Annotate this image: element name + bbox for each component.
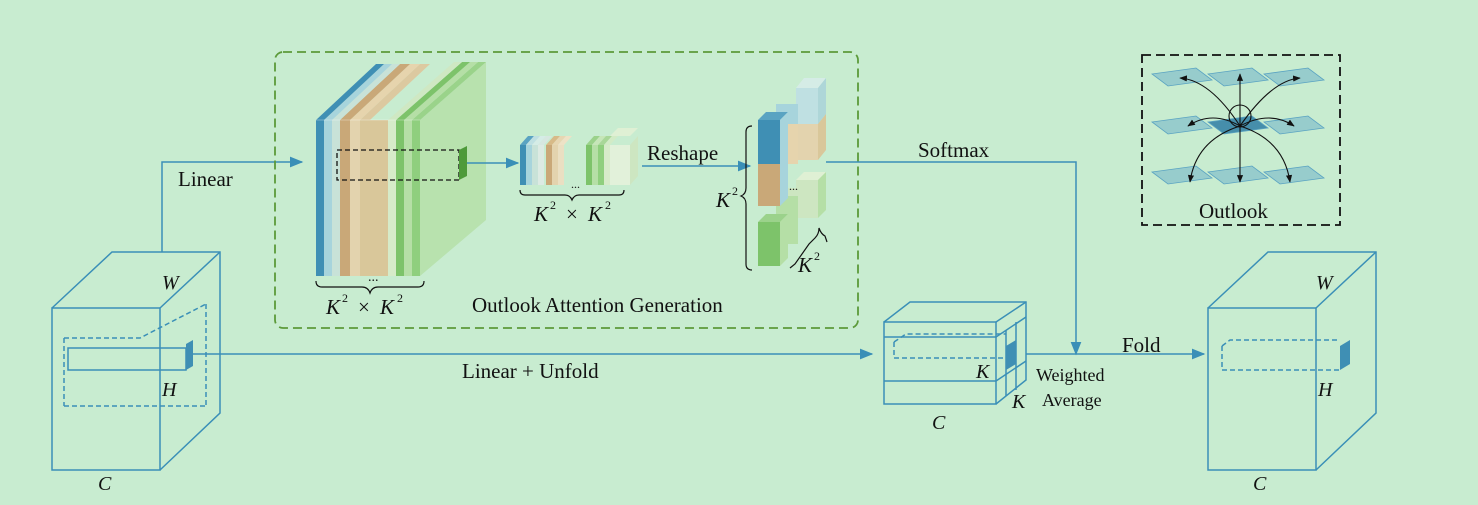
output-feature-cube: [1207, 251, 1377, 471]
svg-text:K: K: [715, 188, 731, 212]
svg-text:2: 2: [397, 291, 403, 305]
input-patch-block: [186, 340, 193, 370]
reshaped-matrix: [758, 78, 826, 266]
svg-text:×: ×: [358, 295, 370, 319]
svg-text:K: K: [797, 253, 813, 277]
unfold-k-outer: K: [1011, 391, 1027, 413]
output-patch-block: [1340, 340, 1350, 370]
unfolded-patch-block: [1006, 340, 1016, 370]
output-w-label: W: [1316, 272, 1335, 294]
svg-text:2: 2: [732, 184, 738, 198]
fold-label: Fold: [1122, 333, 1161, 357]
matrix-row-label: K 2: [715, 184, 738, 212]
generation-box: [274, 51, 859, 329]
stack-brace: [315, 280, 425, 295]
svg-text:2: 2: [550, 198, 556, 212]
average-label: Average: [1042, 390, 1102, 410]
weighted-label: Weighted: [1036, 365, 1105, 385]
unfold-k-inner: K: [975, 361, 991, 383]
svg-text:K: K: [533, 202, 549, 226]
outlook-inset-box: [1141, 54, 1341, 226]
input-h-label: H: [161, 379, 178, 401]
unfolded-value-cube: [883, 301, 1027, 405]
softmax-arrow: [826, 161, 1082, 356]
linear-unfold-label: Linear + Unfold: [462, 359, 599, 383]
output-h-label: H: [1317, 379, 1334, 401]
linear-arrow: [161, 156, 304, 252]
softmax-label: Softmax: [918, 138, 990, 162]
svg-text:K: K: [379, 295, 395, 319]
outlook-arrows: [1179, 73, 1301, 183]
reshape-label: Reshape: [647, 141, 718, 165]
vector-brace: [519, 189, 625, 202]
matrix-ellipsis: ...: [789, 179, 798, 193]
outlook-grid-layers: [1150, 67, 1326, 185]
generation-title: Outlook Attention Generation: [472, 293, 723, 317]
matrix-left-brace: [739, 125, 753, 271]
matrix-bottom-brace: [789, 227, 828, 269]
svg-text:2: 2: [814, 249, 820, 263]
attention-map-stack: [316, 62, 486, 276]
input-c-label: C: [98, 473, 112, 495]
matrix-col-label: K 2: [797, 249, 820, 277]
outlook-label: Outlook: [1199, 199, 1268, 223]
input-w-label: W: [162, 272, 181, 294]
output-c-label: C: [1253, 473, 1267, 495]
svg-text:2: 2: [342, 291, 348, 305]
svg-text:K: K: [325, 295, 341, 319]
svg-text:K: K: [587, 202, 603, 226]
stack-dim-label: K 2 × K 2: [325, 291, 403, 319]
stack-ellipsis: ...: [368, 270, 379, 285]
svg-text:2: 2: [605, 198, 611, 212]
unfold-c-label: C: [932, 412, 946, 434]
vector-ellipsis: ...: [571, 177, 580, 191]
linear-label: Linear: [178, 167, 233, 191]
input-feature-cube: [51, 251, 221, 471]
vector-dim-label: K 2 × K 2: [533, 198, 611, 226]
vector-stack: [520, 128, 638, 185]
svg-text:×: ×: [566, 202, 578, 226]
